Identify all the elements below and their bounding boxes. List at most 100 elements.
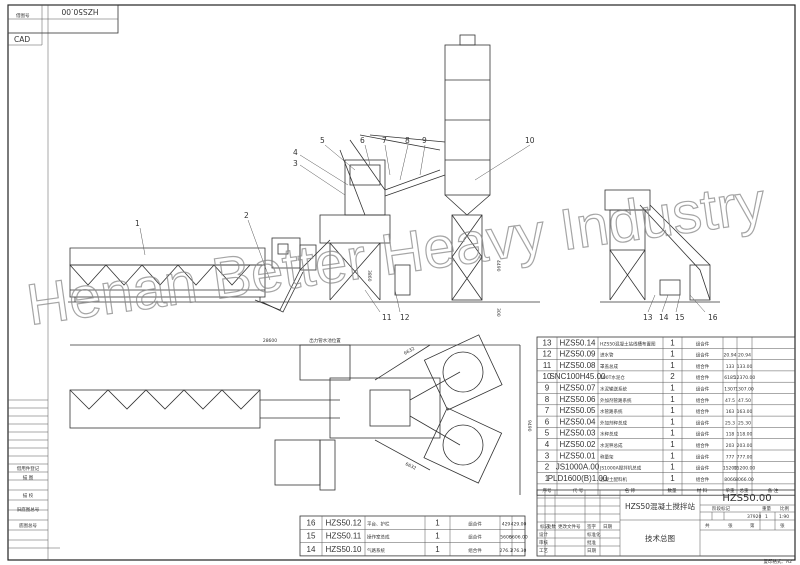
borrow-no-label: 借图号	[16, 12, 30, 19]
lower-cell-material: 组合件	[468, 547, 482, 554]
sign-label: 工艺	[539, 548, 548, 554]
drawing-name: 技术总图	[645, 533, 675, 543]
rev-header: 处数	[547, 523, 556, 530]
parts-cell-name: 100T水泥仓	[600, 374, 625, 381]
top-left-box: 借图号 HZS50.00 CAD	[7, 4, 119, 46]
watermark: Henan Better Heavy Industry	[23, 170, 770, 338]
parts-cell-unit: 777	[726, 454, 735, 460]
parts-cell-unit: 118	[726, 432, 735, 438]
parts-cell-material: 组合件	[696, 374, 710, 381]
dim-diag-2: 6632	[404, 461, 417, 471]
parts-cell-code: JS1000A.00	[556, 463, 600, 472]
parts-cell-material: 组合件	[696, 408, 710, 415]
parts-cell-code: HZS50.09	[559, 350, 596, 359]
sign-label: 审核	[539, 539, 548, 546]
parts-cell-code: HZS50.02	[559, 440, 596, 449]
parts-cell-material: 组合件	[696, 442, 710, 449]
rev-header: 更改文件号	[558, 523, 581, 530]
cad-label: CAD	[14, 35, 30, 44]
parts-cell-unit: 163	[726, 409, 735, 415]
parts-cell-total: 47.50	[738, 398, 751, 404]
dim-foundation: 300	[495, 308, 501, 317]
parts-cell-code: PLD1600(B)1.00	[548, 474, 608, 483]
parts-cell-total: 1307.00	[735, 387, 754, 393]
parts-cell-no: 13	[543, 338, 552, 347]
parts-cell-no: 3	[545, 451, 550, 460]
plan-view	[69, 334, 521, 495]
callout-2: 2	[244, 211, 249, 220]
parts-header: 代 号	[573, 487, 584, 494]
parts-cell-qty: 1	[670, 395, 675, 404]
parts-cell-unit: 15200	[723, 466, 737, 472]
lower-cell-total: 276.30	[511, 548, 527, 554]
parts-cell-no: 5	[545, 429, 550, 438]
parts-cell-qty: 1	[670, 429, 675, 438]
parts-cell-qty: 1	[670, 361, 675, 370]
callout-5: 5	[320, 136, 325, 145]
parts-cell-total: 25.30	[738, 420, 751, 426]
parts-cell-unit: 20.94	[724, 353, 737, 359]
parts-cell-material: 组合件	[696, 386, 710, 393]
parts-cell-name: 混凝土配料机	[600, 476, 627, 483]
title-block: 标记 处数 更改文件号 签字 日期 设计 审核 工艺 标准化 批准 日期 HZS…	[536, 489, 796, 565]
parts-cell-no: 1	[545, 474, 550, 483]
parts-cell-no: 6	[545, 417, 550, 426]
parts-cell-code: HZS50.14	[559, 338, 596, 347]
lower-cell-material: 组合件	[468, 534, 482, 541]
parts-cell-material: 组合件	[696, 431, 710, 438]
callout-15: 15	[675, 313, 685, 322]
parts-header: 单重	[726, 487, 735, 494]
parts-cell-unit: 8066	[724, 477, 736, 483]
drawing-code: HZS50.00	[722, 493, 771, 504]
strip-label: 借用件登记	[17, 465, 40, 472]
scale-label: 比例	[780, 505, 789, 512]
parts-cell-total: 163.00	[737, 409, 753, 415]
sign-label: 设计	[539, 531, 548, 538]
parts-cell-no: 4	[545, 440, 550, 449]
dim-plan-width: 9490	[526, 420, 532, 432]
parts-cell-code: HZS50.07	[559, 384, 596, 393]
dim-overall-length: 28600	[263, 338, 277, 344]
callout-3: 3	[293, 159, 298, 168]
parts-cell-code: HZS50.04	[559, 417, 596, 426]
callout-13: 13	[643, 313, 653, 322]
lower-cell-no: 16	[307, 518, 316, 527]
callout-16: 16	[708, 313, 718, 322]
parts-cell-no: 7	[545, 406, 550, 415]
sign-label: 批准	[587, 539, 596, 546]
parts-cell-code: HZS50.05	[559, 406, 596, 415]
callout-9: 9	[422, 136, 427, 145]
parts-cell-code: SNC100H45.00	[549, 372, 606, 381]
parts-cell-qty: 1	[670, 406, 675, 415]
parts-cell-code: HZS50.03	[559, 429, 596, 438]
callout-4: 4	[293, 148, 298, 157]
parts-cell-no: 8	[545, 395, 550, 404]
parts-cell-material: 组合件	[696, 465, 710, 472]
parts-cell-total: 133.00	[737, 364, 753, 370]
lower-cell-total: 429.00	[511, 521, 527, 527]
lower-cell-name: 平台、护栏	[367, 520, 390, 527]
lower-cell-code: HZS50.10	[325, 545, 362, 554]
aggregate-batcher-elevation	[69, 247, 266, 302]
parts-cell-total: 777.00	[737, 454, 753, 460]
callout-7: 7	[382, 136, 387, 145]
rev-header: 日期	[603, 524, 612, 530]
side-strip: 借用件登记 描 图 描 校 旧底图总号 底图总号	[8, 399, 60, 549]
parts-cell-total: 8066.00	[735, 477, 754, 483]
parts-cell-name: 称量架	[600, 453, 614, 460]
scale: 1:90	[779, 514, 789, 520]
plan-note: 出力管水池位置	[309, 337, 341, 344]
rev-header: 签字	[587, 523, 596, 530]
weight-label: 重量	[762, 505, 771, 512]
callout-10: 10	[525, 136, 535, 145]
parts-cell-material: 组合件	[696, 476, 710, 483]
parts-cell-name: 进水管	[600, 352, 614, 359]
parts-cell-no: 10	[543, 372, 552, 381]
lower-cell-no: 14	[307, 545, 316, 554]
parts-cell-name: 水管路系统	[600, 408, 623, 415]
mirrored-code: HZS50.00	[61, 7, 98, 16]
strip-label: 旧底图总号	[17, 506, 40, 513]
parts-header: 总重	[740, 487, 749, 494]
